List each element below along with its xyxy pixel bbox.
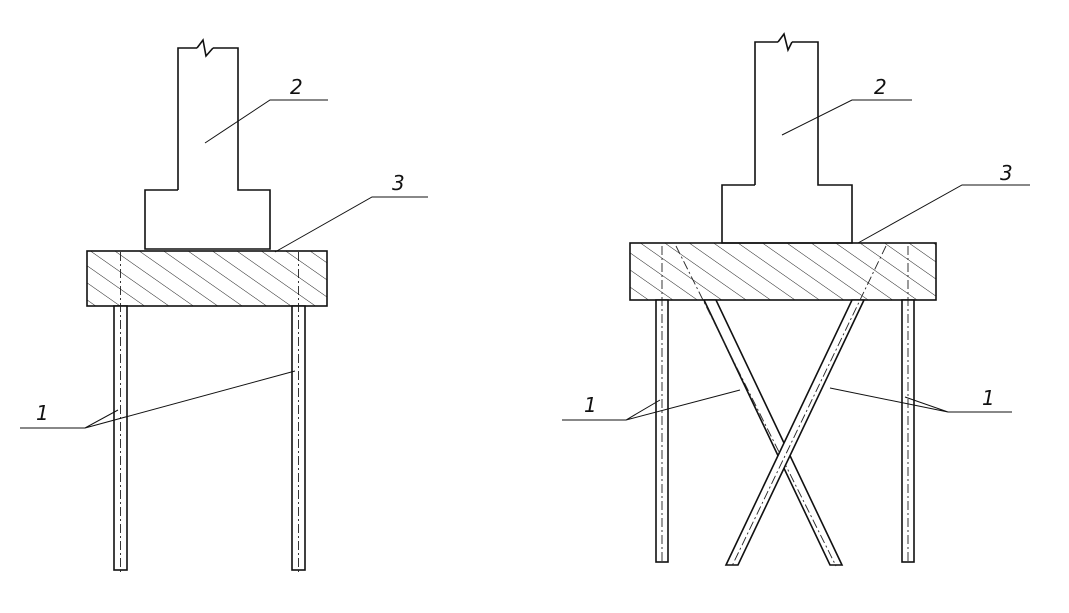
right-leader-2 [781,99,912,136]
right-pile-raked-1 [675,245,844,567]
right-column-break-mark [777,32,793,53]
left-column-break-mark [196,38,214,58]
left-label-2: 2 [290,75,303,99]
left-column [144,47,271,250]
right-leader-1-left [562,389,741,421]
right-label-1-right: 1 [982,386,995,410]
left-leader-1 [20,370,296,429]
right-column [721,41,853,244]
right-leader-1-right [829,387,1012,413]
right-pile-raked-2 [724,245,887,567]
left-pile-1 [113,252,128,572]
right-label-2: 2 [874,75,887,99]
left-label-1: 1 [36,401,49,425]
right-leader-3 [857,184,1030,244]
right-label-3: 3 [1000,161,1013,185]
right-pile-vertical-1 [655,246,669,564]
left-label-3: 3 [392,171,405,195]
left-leader-2 [204,99,328,144]
left-diagram: 2 3 1 [20,38,428,572]
right-diagram: 2 3 1 1 [562,32,1030,567]
left-pile-2 [291,252,306,572]
right-pile-cap [629,242,937,301]
left-leader-3 [274,196,428,253]
right-pile-vertical-2 [901,246,915,564]
left-pile-cap [86,250,328,307]
right-label-1-left: 1 [584,393,597,417]
